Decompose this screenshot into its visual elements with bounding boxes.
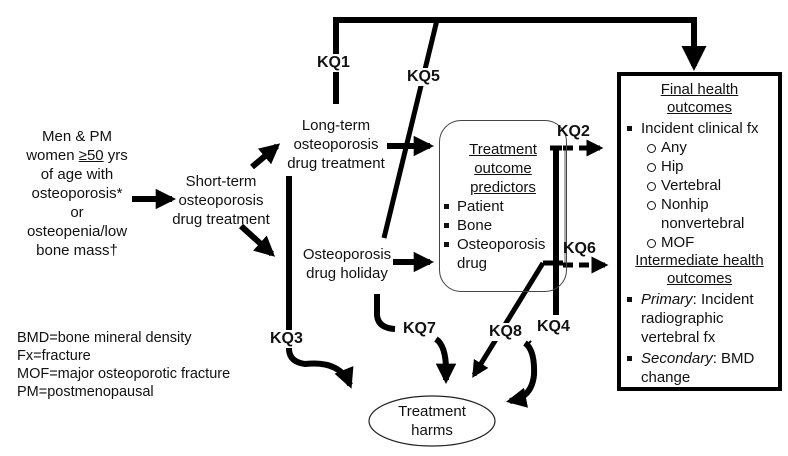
bullet-square-icon	[627, 126, 632, 131]
legend-fx: Fx=fracture	[17, 348, 91, 364]
short-term-line-1: Short-term	[185, 173, 257, 190]
kq5-label: KQ5	[406, 68, 441, 86]
short-term-line-2: osteoporosis	[178, 192, 264, 209]
kq5-line	[381, 19, 440, 239]
arrow-short-to-holiday	[238, 223, 276, 257]
kq3-path	[286, 176, 354, 389]
bullet-square-icon	[444, 242, 449, 247]
predictors-title-2: outcome	[474, 160, 532, 177]
predictors-title-3: predictors	[470, 179, 536, 196]
harms-ellipse	[368, 395, 496, 447]
long-term-line-1: Long-term	[301, 117, 371, 134]
kq8-line	[471, 261, 546, 378]
kq7-label: KQ7	[403, 320, 436, 337]
predictor-item-bone: Bone	[441, 216, 565, 235]
holiday-line-2: drug holiday	[306, 265, 388, 282]
drug-holiday-node: Osteoporosis drug holiday	[295, 245, 399, 283]
final-outcomes-title-2: outcomes	[666, 99, 733, 116]
kq1-label: KQ1	[316, 54, 351, 72]
abbreviation-legend: BMD=bone mineral density Fx=fracture MOF…	[17, 329, 230, 401]
final-outcomes-title-1: Final health	[660, 81, 739, 98]
population-line-2: women ≥50 yrs	[26, 147, 128, 164]
population-line-7: bone mass†	[36, 242, 118, 259]
bullet-circle-icon	[647, 144, 656, 153]
legend-pm: PM=postmenopausal	[17, 384, 154, 400]
intermediate-outcomes-title-1: Intermediate health	[635, 252, 764, 269]
final-subitem-any: Any	[621, 138, 778, 157]
kq4-curve	[505, 340, 538, 408]
predictors-title-1: Treatment	[469, 141, 537, 158]
harms-line-1: Treatment	[398, 403, 466, 420]
bullet-square-icon	[627, 297, 632, 302]
kq6-label: KQ6	[563, 240, 596, 257]
predictors-content: Treatment outcome predictors Patient Bon…	[441, 140, 565, 273]
treatment-harms-node: Treatment harms	[382, 402, 482, 440]
kq8-label: KQ8	[488, 323, 523, 341]
population-node: Men & PM women ≥50 yrs of age with osteo…	[18, 127, 136, 260]
bullet-circle-icon	[647, 163, 656, 172]
kq2-label: KQ2	[557, 123, 590, 140]
final-subitem-mof: MOF	[621, 233, 778, 252]
treatment-outcome-predictors-box	[439, 120, 567, 292]
final-subitem-hip: Hip	[621, 157, 778, 176]
predictor-item-drug: Osteoporosis drug	[441, 235, 557, 273]
bullet-circle-icon	[647, 239, 656, 248]
intermediate-item-primary: Primary: Incident radiographic vertebral…	[621, 290, 771, 347]
population-line-3: of age with	[40, 166, 114, 183]
bullet-square-icon	[444, 223, 449, 228]
bullet-circle-icon	[647, 201, 656, 210]
intermediate-outcomes-title-2: outcomes	[666, 270, 733, 287]
intermediate-item-secondary: Secondary: BMD change	[621, 349, 771, 387]
bullet-square-icon	[627, 356, 632, 361]
arrow-short-to-long-term	[250, 143, 281, 170]
kq4-tick	[527, 340, 532, 345]
predictor-item-patient: Patient	[441, 197, 565, 216]
population-line-1: Men & PM	[41, 128, 113, 145]
health-outcomes-box: Final health outcomes Incident clinical …	[617, 72, 782, 391]
final-outcome-item: Incident clinical fx	[621, 119, 778, 138]
population-line-6: osteopenia/low	[26, 223, 128, 240]
population-line-4: osteoporosis*	[31, 185, 123, 202]
long-term-line-3: drug treatment	[287, 155, 385, 172]
legend-mof: MOF=major osteoporotic fracture	[17, 366, 231, 382]
final-subitem-vertebral: Vertebral	[621, 176, 778, 195]
short-term-node: Short-term osteoporosis drug treatment	[165, 172, 277, 229]
bullet-circle-icon	[647, 182, 656, 191]
legend-bmd: BMD=bone mineral density	[17, 330, 192, 346]
holiday-line-1: Osteoporosis	[302, 246, 392, 263]
kq7-path-lower	[434, 336, 457, 385]
short-term-line-3: drug treatment	[172, 211, 270, 228]
kq4-label: KQ4	[537, 318, 570, 335]
kq3-label: KQ3	[269, 330, 304, 348]
long-term-node: Long-term osteoporosis drug treatment	[281, 116, 391, 173]
population-line-5: or	[70, 204, 84, 221]
harms-line-2: harms	[411, 422, 453, 439]
final-subitem-nonhip: Nonhip nonvertebral	[621, 195, 751, 233]
bullet-square-icon	[444, 204, 449, 209]
long-term-line-2: osteoporosis	[293, 136, 379, 153]
kq7-path-upper	[374, 294, 396, 332]
